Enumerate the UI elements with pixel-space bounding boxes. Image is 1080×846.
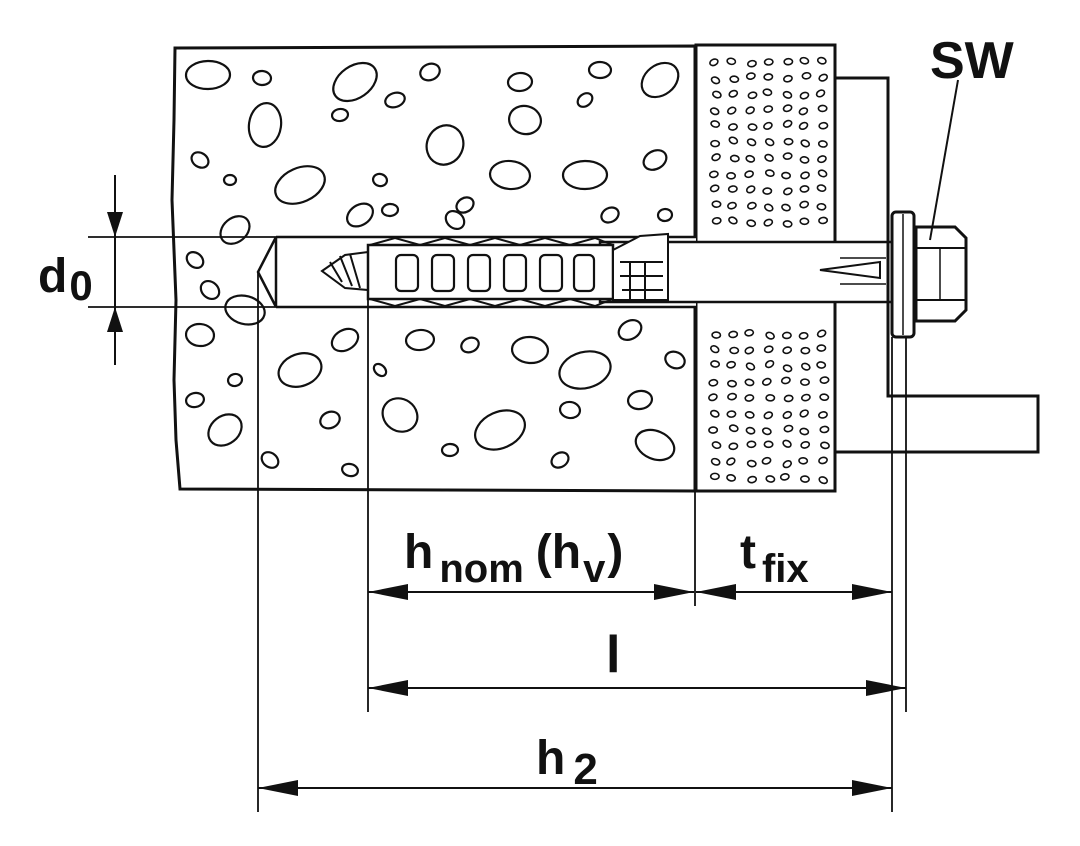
label-hv-open: (h [536, 526, 581, 579]
label-d0: d0 [38, 250, 93, 309]
label-sw: SW [930, 32, 1015, 90]
label-h2-sub: 2 [573, 745, 597, 794]
extension-lines [88, 236, 907, 812]
label-h2-main: h [536, 732, 565, 785]
label-hv-sub: v [583, 547, 606, 591]
label-tfix-sub: fix [762, 547, 809, 591]
label-hnom-main: h [404, 526, 433, 579]
label-d0-main: d [38, 250, 67, 303]
concrete-aggregate [184, 59, 686, 478]
plastic-plug [366, 232, 669, 308]
label-l: l [606, 626, 620, 684]
plug-slots [394, 253, 596, 293]
hex-head [914, 225, 968, 323]
fixture-texture [708, 56, 830, 485]
label-tfix-main: t [740, 526, 756, 579]
label-d0-sub: 0 [69, 262, 92, 309]
screw-head [890, 210, 968, 339]
dimension-lines [107, 79, 959, 796]
label-hnom-sub: nom [439, 547, 523, 591]
label-hv-close: ) [607, 526, 623, 579]
plug-collar [612, 232, 669, 301]
bracket [836, 76, 1040, 454]
